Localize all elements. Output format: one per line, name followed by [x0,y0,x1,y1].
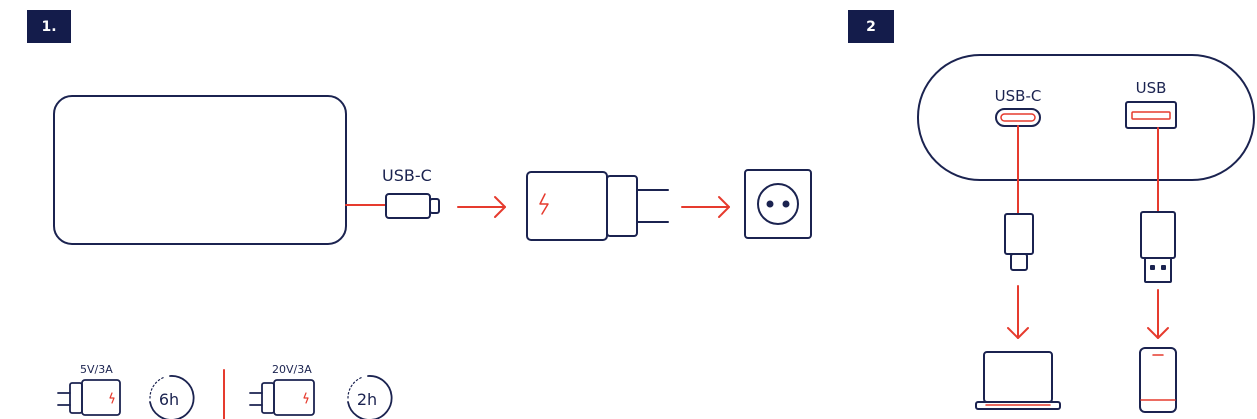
power-bank-icon [917,54,1255,181]
time-5v-value: 6h [159,390,179,409]
charger-5v-label: 5V/3A [80,363,113,376]
arrow-down-icon [1147,289,1169,339]
timer-icon [149,375,195,419]
wall-charger-icon [249,379,315,416]
wall-charger-icon [57,379,121,416]
laptop-icon [975,351,1061,410]
smartphone-icon [1139,347,1177,413]
arrow-right-icon [681,196,730,218]
usb-c-plug-icon [1004,213,1034,271]
wall-charger-icon [526,171,669,241]
arrow-down-icon [1007,285,1029,339]
usb-a-port-icon [1125,101,1177,129]
step-1-badge: 1. [27,10,71,43]
usb-c-port-icon [995,108,1041,127]
time-20v-value: 2h [357,390,377,409]
usb-c-plug-icon [385,193,440,219]
charger-20v-label: 20V/3A [272,363,312,376]
usb-a-plug-icon [1140,211,1176,283]
step-2-badge: 2 [848,10,894,43]
arrow-right-icon [457,196,506,218]
port-usb-c-label: USB-C [995,87,1042,105]
port-usb-label: USB [1136,79,1167,97]
usb-c-cable-label: USB-C [382,166,432,185]
power-bank-icon [53,95,347,245]
power-socket-icon [744,169,812,239]
timer-icon [347,375,393,419]
